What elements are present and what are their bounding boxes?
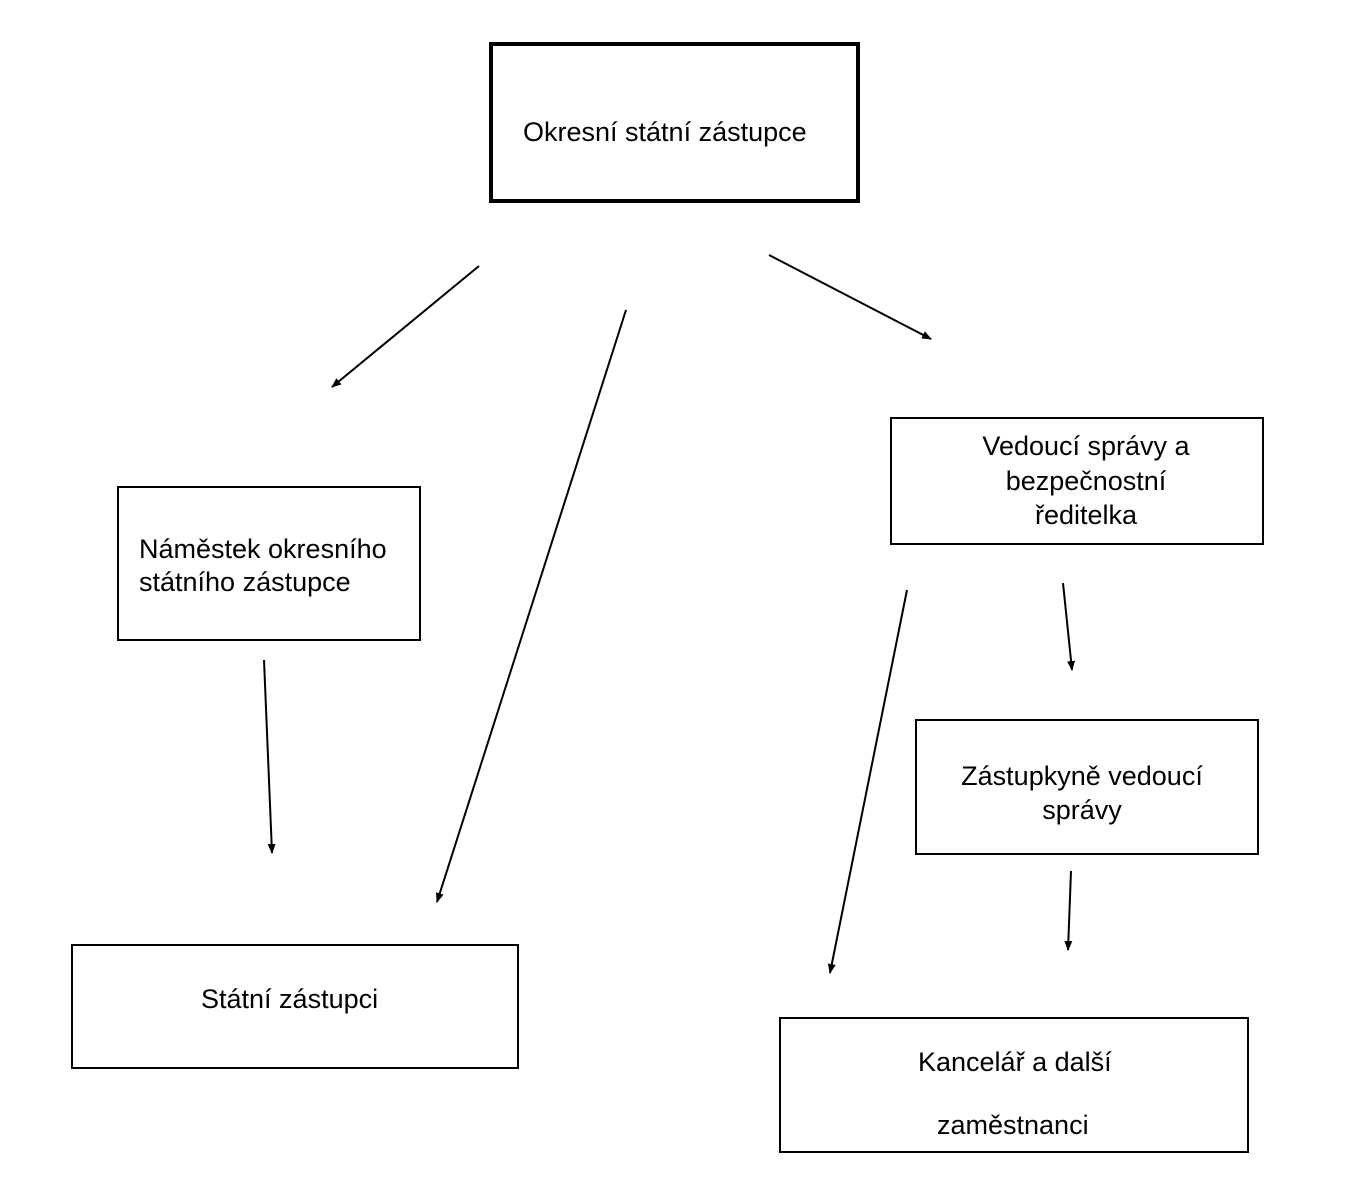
node-label-namestek-line-2: státního zástupce — [139, 567, 351, 597]
arrow-head-to-admin-head — [768, 254, 932, 340]
arrow-head-to-prosecutors — [435, 309, 627, 903]
node-okresni-statni-zastupce — [489, 42, 860, 203]
node-label-namestek-line-1: Náměstek okresního — [139, 534, 387, 564]
node-statni-zastupci — [71, 944, 519, 1069]
node-label-zastupkyne-line-1: Zástupkyně vedoucí — [961, 761, 1203, 791]
node-label-statni-zastupci: Státní zástupci — [201, 984, 379, 1014]
node-label-zastupkyne-line-2: správy — [1042, 795, 1122, 825]
node-label-vedouci-line-1: Vedoucí správy a — [982, 431, 1190, 461]
node-label-vedouci-line-3: ředitelka — [1034, 500, 1138, 530]
node-label-okresni-statni-zastupce: Okresní státní zástupce — [523, 117, 807, 147]
node-zastupkyne-vedouci — [915, 719, 1259, 855]
arrow-admin-head-to-office — [827, 589, 908, 974]
arrow-head-to-deputy — [331, 265, 480, 388]
node-vedouci-spravy — [890, 417, 1264, 545]
arrow-deputy-to-prosecutors — [263, 659, 276, 854]
node-label-kancelar-line-1: Kancelář a další — [918, 1047, 1112, 1077]
arrow-admin-deputy-to-office — [1064, 870, 1073, 951]
node-label-kancelar-line-2: zaměstnanci — [937, 1110, 1089, 1140]
arrow-admin-head-to-admin-deputy — [1062, 582, 1076, 671]
node-kancelar — [779, 1017, 1249, 1153]
node-label-vedouci-line-2: bezpečnostní — [1005, 466, 1167, 496]
node-namestek — [117, 486, 421, 641]
